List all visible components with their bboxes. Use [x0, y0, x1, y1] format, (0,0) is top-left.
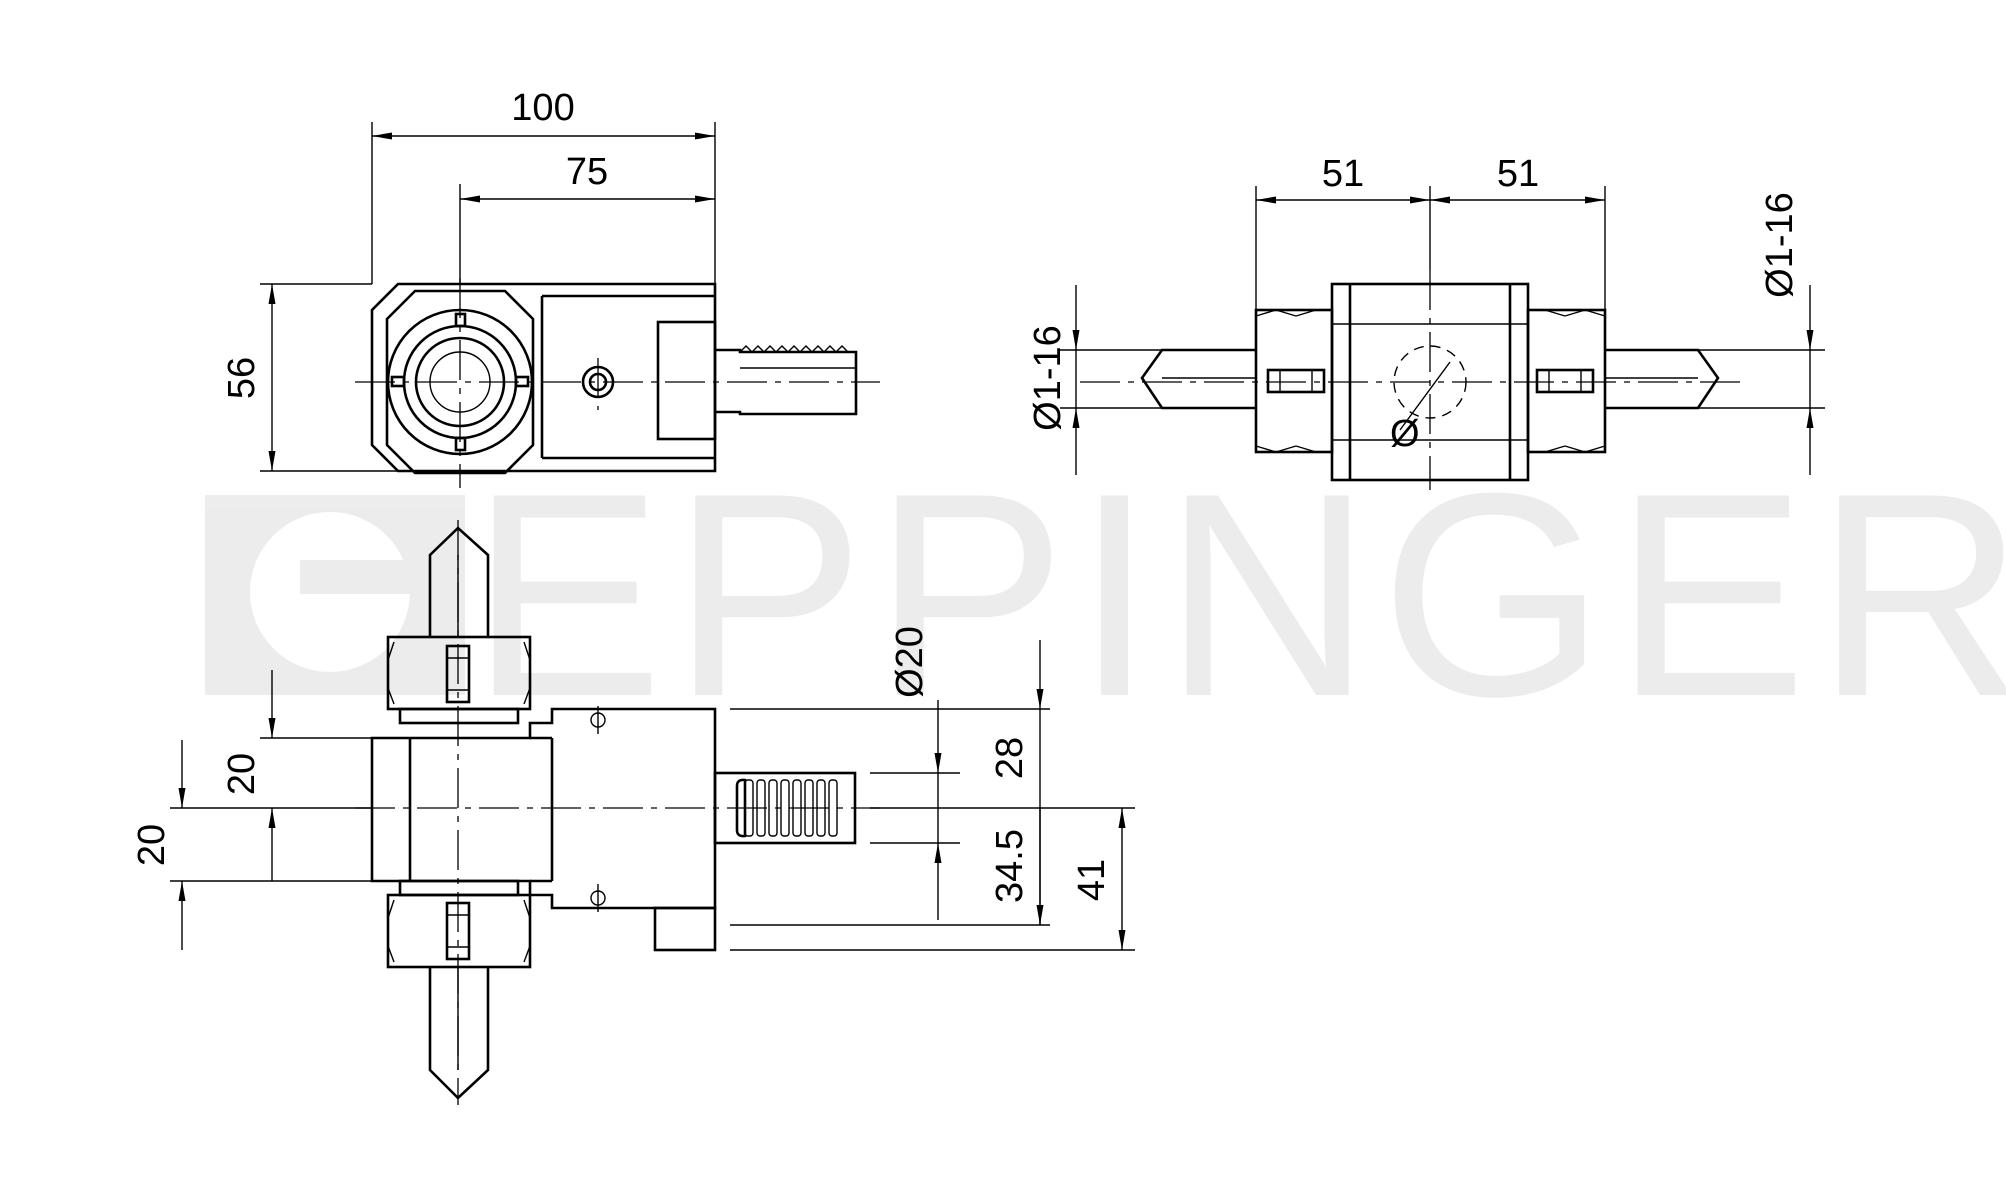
side-view: Ø 51 51 Ø1-16 Ø1-16 [1027, 153, 1825, 490]
dim-axis-to-bottom: 41 [1071, 859, 1113, 901]
dim-shank-to-base: 34.5 [989, 829, 1031, 903]
front-view: 20 20 Ø20 28 34.5 41 [131, 520, 1135, 1105]
dim-56: 56 [221, 357, 263, 399]
dim-75: 75 [566, 151, 608, 193]
dim-shank-to-top: 28 [989, 737, 1031, 779]
dim-collet-range-left: Ø1-16 [1027, 325, 1069, 431]
watermark-brand-text: EPPINGER [470, 433, 2006, 757]
eppinger-logo-icon [205, 495, 465, 695]
top-view: 100 75 56 [221, 87, 880, 488]
dim-center-upper: 20 [221, 753, 263, 795]
dim-51-left: 51 [1322, 153, 1364, 195]
dim-51-right: 51 [1497, 153, 1539, 195]
eppinger-watermark: EPPINGER [205, 433, 2006, 757]
dim-collet-range-right: Ø1-16 [1759, 192, 1801, 298]
dim-shank-diameter: Ø20 [889, 626, 931, 698]
bore-symbol-label: Ø [1390, 413, 1420, 455]
dim-100: 100 [511, 87, 574, 129]
dim-center-lower: 20 [131, 824, 173, 866]
